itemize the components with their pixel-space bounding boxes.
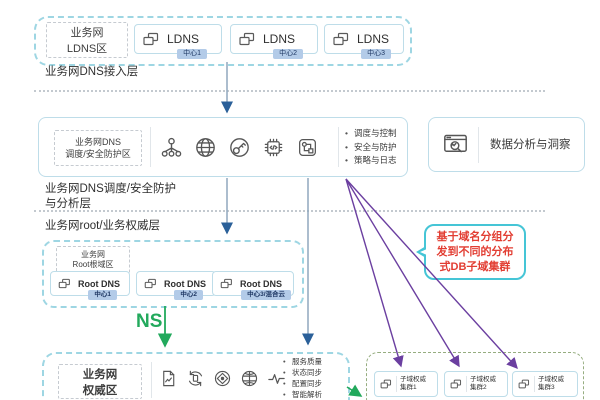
target-icon (213, 369, 232, 388)
root-layer-label: 业务网root/业务权威层 (45, 220, 161, 232)
overlap-squares-icon (219, 276, 234, 291)
hierarchy-icon (160, 136, 183, 159)
dispatch-bullets: 调度与控制 安全与防护 策略与日志 (345, 127, 397, 168)
subdomain-cluster-label: 子域权威集群3 (534, 376, 564, 392)
chip-icon (262, 136, 285, 159)
divider (151, 362, 152, 398)
root-dns-node-1: Root DNS 中心1 (50, 271, 130, 300)
pulse-icon (267, 369, 286, 388)
ldns-zone-label: 业务网 LDNS区 (46, 22, 128, 58)
overlap-squares-icon (331, 29, 351, 49)
overlap-squares-icon (379, 377, 393, 391)
center-badge: 中心3/混合云 (241, 290, 291, 300)
globe-grid-icon (240, 369, 259, 388)
sync-icon (186, 369, 205, 388)
bullet-item: 服务质量 (283, 356, 322, 367)
center-badge: 中心1 (177, 49, 207, 59)
bullet-item: 安全与防护 (345, 141, 397, 155)
ldns-node-2: LDNS 中心2 (230, 24, 318, 59)
root-dns-name: Root DNS (164, 278, 206, 289)
bullet-item: 智能解析 (283, 389, 322, 400)
overlap-squares-icon (141, 29, 161, 49)
root-dns-name: Root DNS (78, 278, 120, 289)
dispatch-icons (160, 136, 319, 159)
divider (338, 127, 339, 167)
auth-icons (159, 369, 286, 388)
bullet-item: 调度与控制 (345, 127, 397, 141)
globe-icon (194, 136, 217, 159)
subdomain-cluster-2: 子域权威集群2 (444, 371, 508, 397)
ldns-node-3: LDNS 中心3 (324, 24, 404, 59)
center-badge: 中心2 (273, 49, 303, 59)
bullet-item: 策略与日志 (345, 154, 397, 168)
callout-text: 基于域名分组分 发到不同的分布 式DB子域集群 (436, 230, 514, 273)
overlap-squares-icon (143, 276, 158, 291)
divider (478, 127, 479, 163)
root-dns-name: Root DNS (240, 278, 282, 289)
auth-zone-label: 业务网 权威区 (58, 364, 142, 399)
overlap-squares-icon (57, 276, 72, 291)
key-security-icon (228, 136, 251, 159)
root-dns-node-3: Root DNS 中心3/混合云 (212, 271, 294, 300)
subdomain-cluster-label: 子域权威集群2 (466, 376, 496, 392)
divider (150, 127, 151, 167)
access-layer-label: 业务网DNS接入层 (45, 66, 139, 78)
analytics-label: 数据分析与洞察 (490, 139, 571, 151)
ldns-node-name: LDNS (263, 32, 296, 46)
bullet-item: 配置同步 (283, 378, 322, 389)
doc-report-icon (159, 369, 178, 388)
layer-separator (34, 210, 545, 212)
overlap-squares-icon (517, 377, 531, 391)
dispatch-zone-label: 业务网DNS 调度/安全防护区 (54, 130, 142, 166)
callout-tail (420, 249, 427, 255)
subdomain-cluster-3: 子域权威集群3 (512, 371, 578, 397)
center-badge: 中心3 (361, 49, 391, 59)
workflow-icon (296, 136, 319, 159)
center-badge: 中心1 (88, 290, 117, 300)
ldns-node-1: LDNS 中心1 (134, 24, 222, 59)
root-dns-node-2: Root DNS 中心2 (136, 271, 216, 300)
layer-separator (34, 90, 545, 92)
dispatch-layer-label: 业务网DNS调度/安全防护 与分析层 (45, 183, 176, 210)
auth-bullets: 服务质量 状态同步 配置同步 智能解析 (283, 356, 322, 400)
root-zone-label: 业务网 Root根域区 (56, 246, 130, 274)
ldns-node-name: LDNS (167, 32, 200, 46)
center-badge: 中心2 (174, 290, 203, 300)
subdomain-cluster-label: 子域权威集群1 (396, 376, 426, 392)
arrow-dispatch-to-cluster-1 (345, 178, 404, 368)
ns-delegation-label: NS (136, 311, 163, 332)
bullet-item: 状态同步 (283, 367, 322, 378)
overlap-squares-icon (237, 29, 257, 49)
db-subdomain-callout: 基于域名分组分 发到不同的分布 式DB子域集群 (416, 224, 526, 280)
report-analysis-icon (442, 131, 469, 158)
ldns-node-name: LDNS (357, 32, 390, 46)
overlap-squares-icon (449, 377, 463, 391)
subdomain-cluster-1: 子域权威集群1 (374, 371, 438, 397)
